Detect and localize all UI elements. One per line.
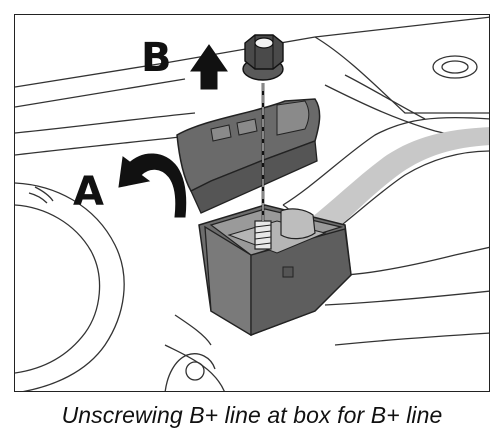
- callout-b-label: B: [141, 35, 172, 81]
- callout-a-label: A: [73, 169, 104, 215]
- nut: [242, 34, 284, 81]
- arrow-a-icon: [118, 153, 187, 218]
- terminal-stud: [254, 208, 316, 250]
- fuse-box: [198, 204, 352, 337]
- figure-caption: Unscrewing B+ line at box for B+ line: [61, 402, 443, 428]
- hose-shading: [307, 127, 489, 243]
- illustration-frame: B A: [14, 14, 490, 392]
- engine-bay-illustration: B A: [15, 16, 489, 391]
- fuse-box-lid: [176, 98, 321, 214]
- arrow-b-icon: [190, 44, 228, 90]
